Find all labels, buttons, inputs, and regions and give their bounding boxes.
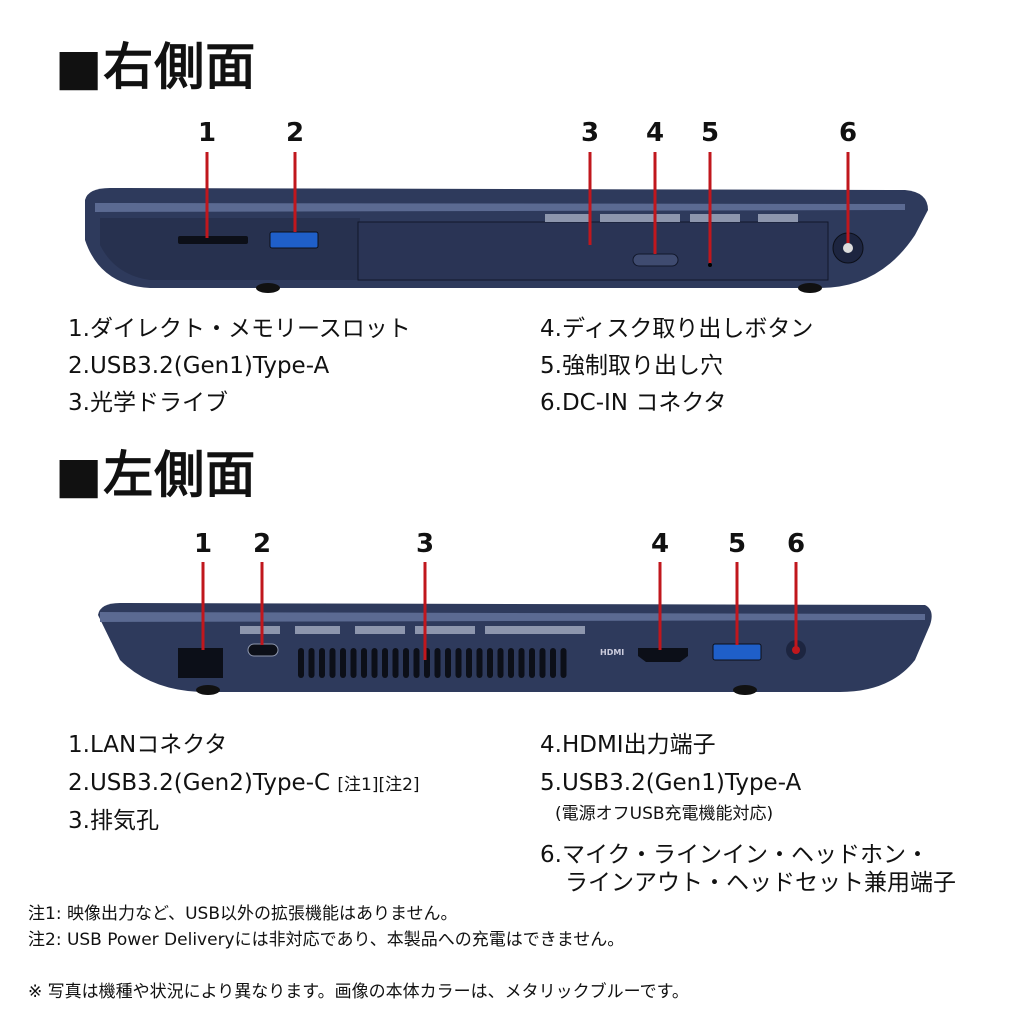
vent-slot bbox=[550, 648, 556, 678]
left-side-title: ■左側面 bbox=[55, 446, 257, 504]
left-callout-2: 2 bbox=[252, 529, 272, 559]
left-callout-6: 6 bbox=[786, 529, 806, 559]
vent-slot bbox=[413, 648, 420, 678]
left-item-5: 5.USB3.2(Gen1)Type-A bbox=[540, 770, 802, 796]
vent-slot bbox=[508, 648, 514, 678]
left-callout-1: 1 bbox=[193, 529, 213, 559]
usb-a-port bbox=[269, 231, 319, 249]
right-callout-5: 5 bbox=[700, 118, 720, 148]
vent-slot bbox=[403, 648, 409, 678]
laptop-right-side bbox=[85, 188, 928, 293]
left-callout-5: 5 bbox=[727, 529, 747, 559]
vent-slot bbox=[340, 648, 346, 678]
right-callout-6: 6 bbox=[838, 118, 858, 148]
left-callout-4: 4 bbox=[650, 529, 670, 559]
right-callout-3: 3 bbox=[580, 118, 600, 148]
right-item-4: 4.ディスク取り出しボタン bbox=[540, 316, 814, 342]
left-callout-3: 3 bbox=[415, 529, 435, 559]
vent-slot bbox=[434, 648, 441, 678]
audio-jack bbox=[792, 646, 800, 654]
vent-slot bbox=[350, 648, 357, 678]
right-callout-4: 4 bbox=[645, 118, 665, 148]
hdmi-port bbox=[638, 648, 688, 662]
vent-slot bbox=[560, 648, 567, 678]
right-item-5: 5.強制取り出し穴 bbox=[540, 353, 723, 379]
right-item-3: 3.光学ドライブ bbox=[68, 390, 228, 416]
left-item-3: 3.排気孔 bbox=[68, 808, 159, 834]
laptop-left-side bbox=[98, 603, 932, 695]
left-item-5-note: (電源オフUSB充電機能対応) bbox=[555, 804, 774, 824]
lan-port bbox=[178, 648, 223, 678]
right-side-title: ■右側面 bbox=[55, 38, 257, 96]
vent-slot bbox=[497, 648, 504, 678]
vent-slot bbox=[529, 648, 535, 678]
vent-slot bbox=[392, 648, 399, 678]
left-pointer-lines bbox=[201, 562, 798, 660]
right-item-6: 6.DC-IN コネクタ bbox=[540, 390, 727, 416]
vent-slot bbox=[487, 648, 493, 678]
hdmi-logo: HDMI bbox=[600, 648, 625, 657]
note-1: 注1: 映像出力など、USB以外の拡張機能はありません。 bbox=[28, 904, 458, 924]
vent-slot bbox=[329, 648, 336, 678]
right-item-2: 2.USB3.2(Gen1)Type-A bbox=[68, 353, 330, 379]
vent-slot bbox=[319, 648, 325, 678]
note-2: 注2: USB Power Deliveryには非対応であり、本製品への充電はで… bbox=[28, 930, 625, 950]
vent-slot bbox=[361, 648, 367, 678]
vent-slot bbox=[445, 648, 451, 678]
vent-slot bbox=[382, 648, 388, 678]
left-item-4: 4.HDMI出力端子 bbox=[540, 732, 716, 758]
left-item-2: 2.USB3.2(Gen2)Type-C [注1][注2] bbox=[68, 770, 420, 796]
left-item-2-note: [注1][注2] bbox=[337, 775, 420, 795]
emergency-eject-hole bbox=[708, 263, 712, 267]
vent-slot bbox=[476, 648, 483, 678]
vent-slot bbox=[308, 648, 315, 678]
disclaimer: ※ 写真は機種や状況により異なります。画像の本体カラーは、メタリックブルーです。 bbox=[28, 982, 689, 1002]
vent-slot bbox=[298, 648, 304, 678]
right-callout-2: 2 bbox=[285, 118, 305, 148]
left-item-6-cont: ラインアウト・ヘッドセット兼用端子 bbox=[565, 870, 956, 896]
usb-a-port-left bbox=[712, 643, 762, 661]
vent-slot bbox=[371, 648, 378, 678]
left-item-6: 6.マイク・ラインイン・ヘッドホン・ bbox=[540, 842, 930, 868]
vent-slot bbox=[455, 648, 462, 678]
left-item-1: 1.LANコネクタ bbox=[68, 732, 228, 758]
right-callout-1: 1 bbox=[197, 118, 217, 148]
right-item-1: 1.ダイレクト・メモリースロット bbox=[68, 316, 411, 342]
vent-slot bbox=[539, 648, 546, 678]
usb-c-port bbox=[247, 643, 279, 657]
eject-button bbox=[632, 253, 679, 267]
vent-slot bbox=[518, 648, 525, 678]
vent-slot bbox=[466, 648, 472, 678]
sd-slot bbox=[178, 236, 248, 244]
dc-in-port bbox=[843, 243, 853, 253]
right-pointer-lines bbox=[205, 152, 850, 263]
